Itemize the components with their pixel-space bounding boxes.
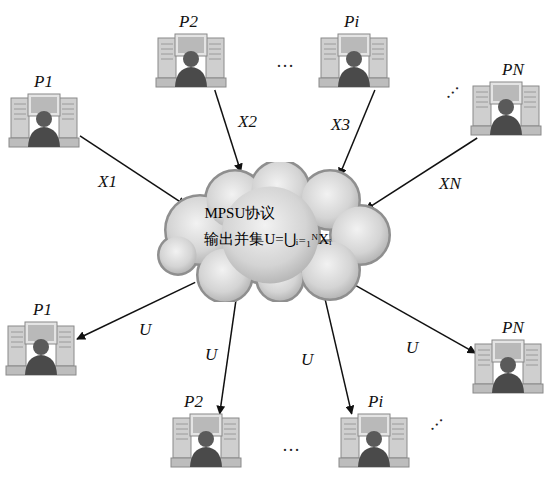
party-node: P2 [170,392,242,470]
party-label: P1 [33,300,52,320]
ellipsis-mark: … [282,436,300,454]
arrow-connector [325,298,352,414]
party-label: P1 [34,72,53,92]
party-node: P1 [5,300,77,378]
computer-icon [472,338,544,396]
protocol-cloud: MPSU协议输出并集U=⋃ᵢ₌₁ᴺXᵢ [152,162,392,302]
edge-label: U [204,345,218,365]
party-node: P1 [8,72,80,150]
party-node: P2 [155,12,227,90]
computer-icon [8,92,80,150]
edge-label: X1 [97,172,118,192]
edge-label: X3 [330,115,351,135]
computer-icon [338,412,410,470]
edge-label: U [138,320,152,340]
computer-icon [155,32,227,90]
arrow-connector [220,300,236,414]
computer-icon [318,32,390,90]
computer-icon [170,412,242,470]
edge-label: X2 [237,112,258,132]
party-label: Pi [368,392,383,412]
party-label: Pi [344,12,359,32]
arrow-connector [80,136,186,205]
ellipsis-mark: … [420,408,445,433]
party-node: Pi [318,12,390,90]
party-node: PN [470,60,542,138]
edge-label: U [405,338,419,358]
party-node: PN [472,318,544,396]
party-node: Pi [338,392,410,470]
computer-icon [470,80,542,138]
edge-label: U [300,350,314,370]
party-label: P2 [184,392,203,412]
cloud-text: MPSU协议 [204,200,331,226]
cloud-text: 输出并集U=⋃ᵢ₌₁ᴺXᵢ [204,226,331,252]
ellipsis-mark: … [436,76,461,101]
computer-icon [5,320,77,378]
edge-label: XN [438,174,462,194]
ellipsis-mark: … [276,52,294,70]
arrow-connector [366,138,478,210]
arrow-connector [77,282,195,339]
party-label: PN [502,318,524,338]
party-label: P2 [179,12,198,32]
party-label: PN [502,60,524,80]
